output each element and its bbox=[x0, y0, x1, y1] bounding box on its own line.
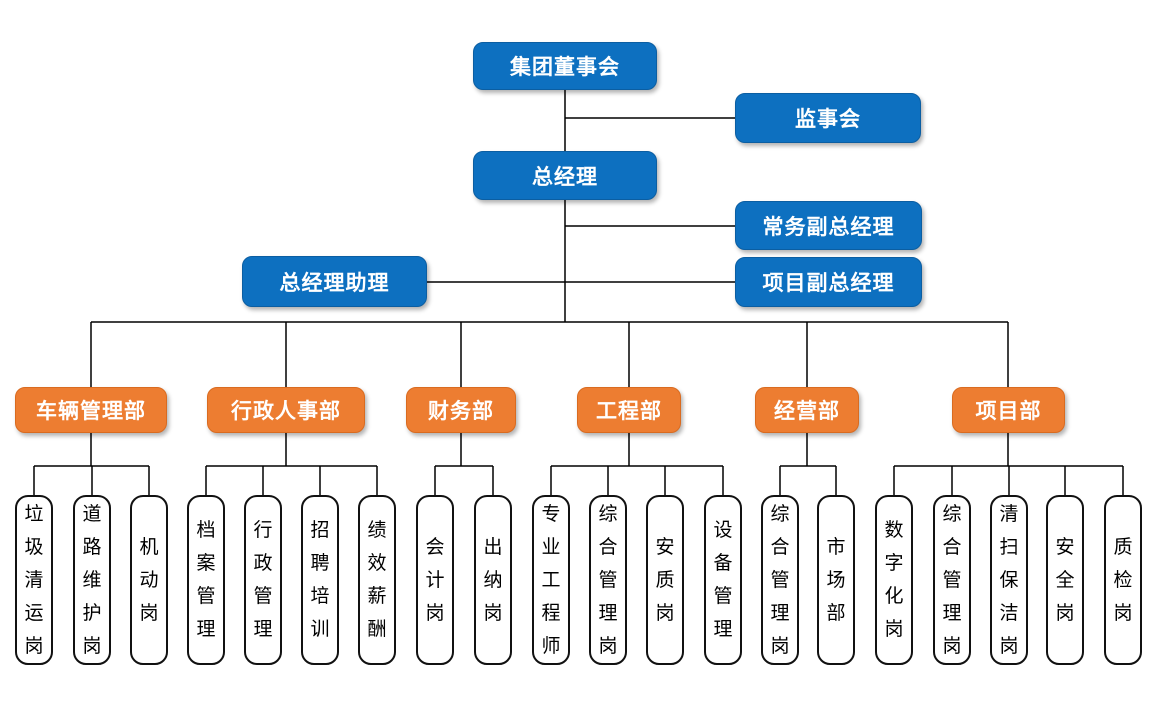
position-box: 综合管理岗 bbox=[589, 495, 627, 665]
position-box: 垃圾清运岗 bbox=[15, 495, 53, 665]
node-group-board: 集团董事会 bbox=[473, 42, 657, 90]
position-box: 综合管理岗 bbox=[761, 495, 799, 665]
position-box: 绩效薪酬 bbox=[358, 495, 396, 665]
position-box: 道路维护岗 bbox=[73, 495, 111, 665]
dept-finance: 财务部 bbox=[406, 387, 516, 433]
position-box: 质检岗 bbox=[1104, 495, 1142, 665]
dept-project: 项目部 bbox=[952, 387, 1065, 433]
position-box: 招聘培训 bbox=[301, 495, 339, 665]
node-general-manager: 总经理 bbox=[473, 151, 657, 200]
dept-engineering: 工程部 bbox=[577, 387, 681, 433]
dept-admin-hr: 行政人事部 bbox=[207, 387, 365, 433]
position-box: 会计岗 bbox=[416, 495, 454, 665]
position-box: 行政管理 bbox=[244, 495, 282, 665]
position-box: 数字化岗 bbox=[875, 495, 913, 665]
dept-business: 经营部 bbox=[755, 387, 859, 433]
node-supervisory-board: 监事会 bbox=[735, 93, 921, 143]
position-box: 设备管理 bbox=[704, 495, 742, 665]
position-box: 安全岗 bbox=[1046, 495, 1084, 665]
node-project-deputy-gm: 项目副总经理 bbox=[735, 257, 922, 307]
position-box: 机动岗 bbox=[130, 495, 168, 665]
position-box: 安质岗 bbox=[646, 495, 684, 665]
position-box: 清扫保洁岗 bbox=[990, 495, 1028, 665]
position-box: 综合管理岗 bbox=[933, 495, 971, 665]
position-box: 市场部 bbox=[817, 495, 855, 665]
node-executive-deputy-gm: 常务副总经理 bbox=[735, 201, 922, 250]
position-box: 专业工程师 bbox=[532, 495, 570, 665]
dept-vehicle-management: 车辆管理部 bbox=[15, 387, 167, 433]
position-box: 出纳岗 bbox=[474, 495, 512, 665]
position-box: 档案管理 bbox=[187, 495, 225, 665]
node-gm-assistant: 总经理助理 bbox=[242, 256, 427, 307]
